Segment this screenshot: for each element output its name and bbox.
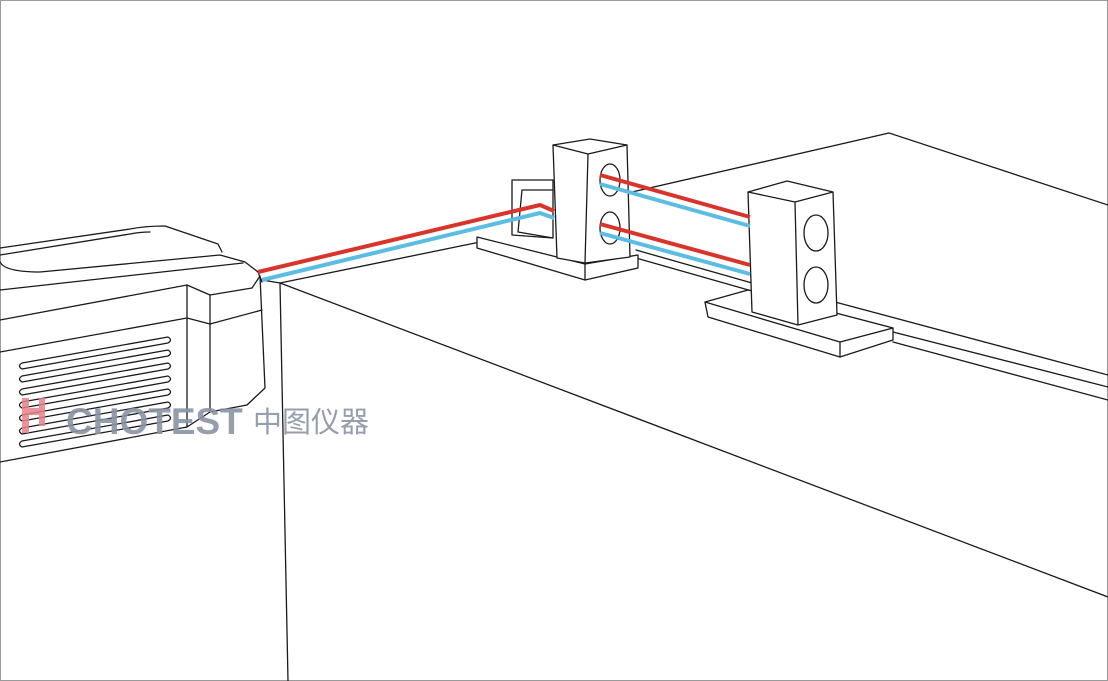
table-block xyxy=(261,132,1108,681)
beam-blue-lower xyxy=(599,231,751,276)
sensor-unit-2 xyxy=(704,180,894,358)
sensor-hole xyxy=(803,214,829,252)
chotest-watermark-logo xyxy=(22,398,45,433)
watermark-brand-en: CHOTEST xyxy=(66,401,243,442)
beam-blue-upper xyxy=(599,182,751,228)
sensor-unit-1 xyxy=(476,138,639,281)
logo-mark-icon xyxy=(22,398,45,433)
laser-tracker-device xyxy=(0,225,266,463)
watermark-brand-cn: 中图仪器 xyxy=(253,405,369,439)
beam-red-main xyxy=(257,202,555,274)
laser-beams xyxy=(257,173,751,282)
beam-red-upper xyxy=(599,173,751,219)
beam-red-lower xyxy=(599,222,751,267)
beam-blue-main xyxy=(261,210,555,282)
sensor-hole xyxy=(803,266,829,304)
vent-slots xyxy=(18,336,172,448)
